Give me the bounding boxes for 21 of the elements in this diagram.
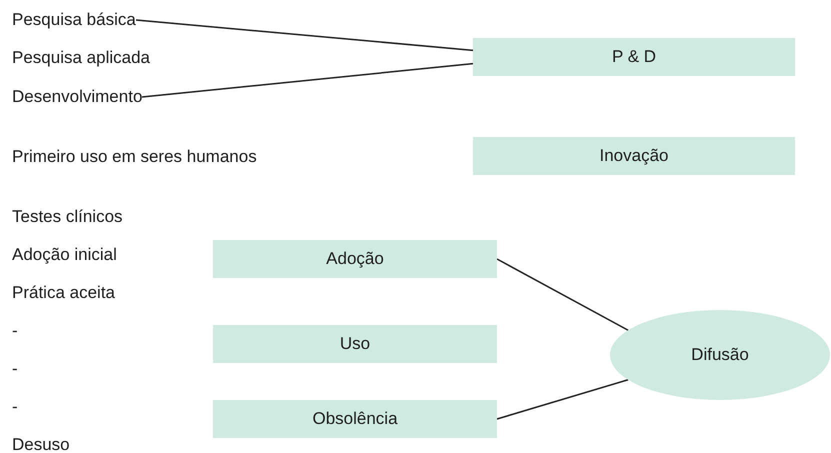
stage-label: - <box>12 320 18 342</box>
stage-label: Adoção inicial <box>12 244 117 266</box>
stage-label: - <box>12 396 18 418</box>
stage-label: Primeiro uso em seres humanos <box>12 146 257 168</box>
connector-line <box>136 19 474 52</box>
stage-label: Desuso <box>12 434 70 453</box>
category-box: Inovação <box>473 137 795 175</box>
category-ellipse: Difusão <box>610 310 830 400</box>
stage-label: Prática aceita <box>12 282 115 304</box>
category-box: Obsolência <box>213 400 497 438</box>
stage-label: Pesquisa aplicada <box>12 47 150 69</box>
category-box: P & D <box>473 38 795 76</box>
stage-text: Desenvolvimento <box>12 86 142 108</box>
connector-line <box>496 258 628 331</box>
category-box: Adoção <box>213 240 497 278</box>
connector-line <box>496 379 628 420</box>
stage-label: - <box>12 358 18 380</box>
category-box: Uso <box>213 325 497 363</box>
connector-line <box>142 62 474 98</box>
stage-label: Testes clínicos <box>12 206 123 228</box>
stage-text: Pesquisa básica <box>12 9 136 31</box>
